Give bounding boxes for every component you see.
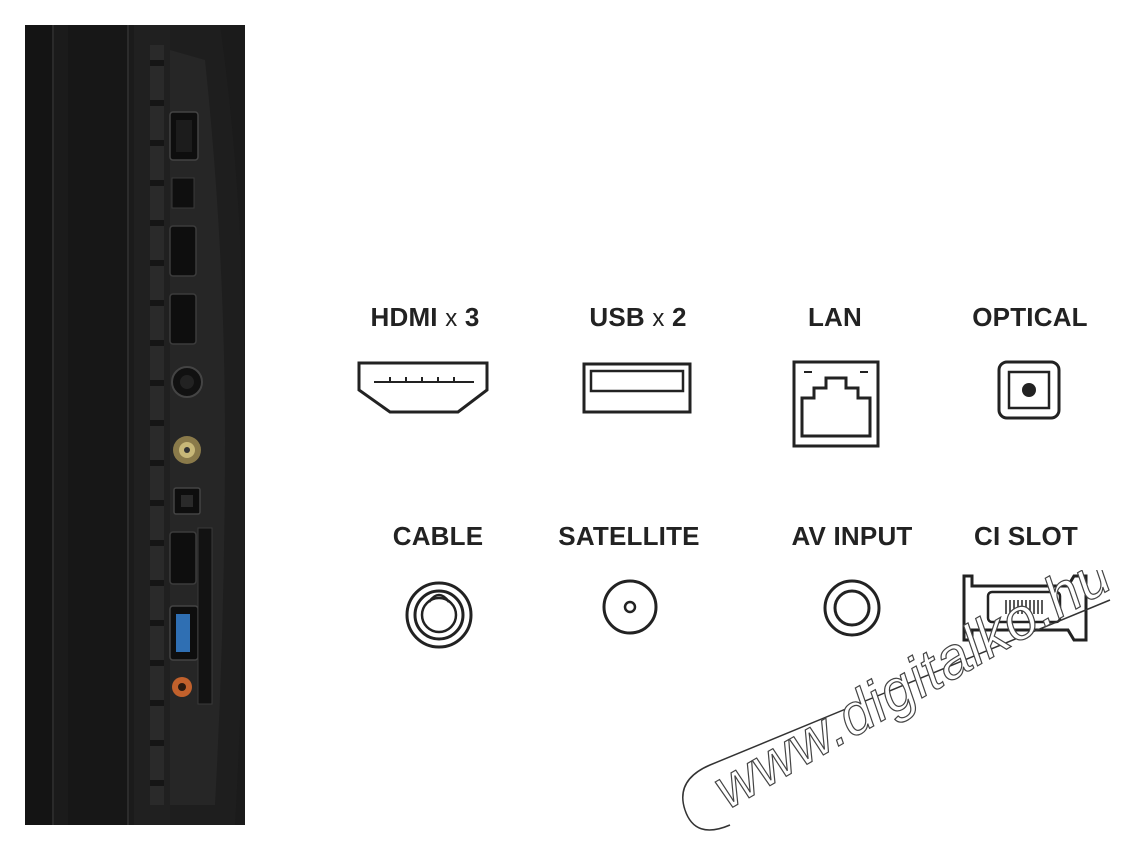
tv-side-panel-image — [25, 25, 245, 825]
satellite-port-icon — [602, 579, 658, 635]
coax-port-icon — [405, 581, 473, 649]
ci-slot-icon — [962, 574, 1088, 642]
satellite-label: SATELLITE — [558, 521, 700, 551]
usb-port-icon — [582, 362, 692, 414]
usb-label: USB x 2 — [589, 302, 687, 332]
hdmi-label: HDMI x 3 — [370, 302, 480, 332]
cable-label: CABLE — [392, 521, 484, 551]
optical-port-icon — [997, 360, 1061, 420]
ci-slot-label: CI SLOT — [974, 521, 1078, 551]
watermark-text: www.digitalko.hu — [702, 570, 1121, 821]
watermark: www.digitalko.hu — [682, 570, 1121, 831]
av-input-icon — [823, 579, 881, 637]
lan-port-icon — [792, 360, 880, 448]
hdmi-port-icon — [357, 361, 489, 414]
lan-label: LAN — [807, 302, 863, 332]
av-input-label: AV INPUT — [791, 521, 913, 551]
optical-label: OPTICAL — [972, 302, 1088, 332]
